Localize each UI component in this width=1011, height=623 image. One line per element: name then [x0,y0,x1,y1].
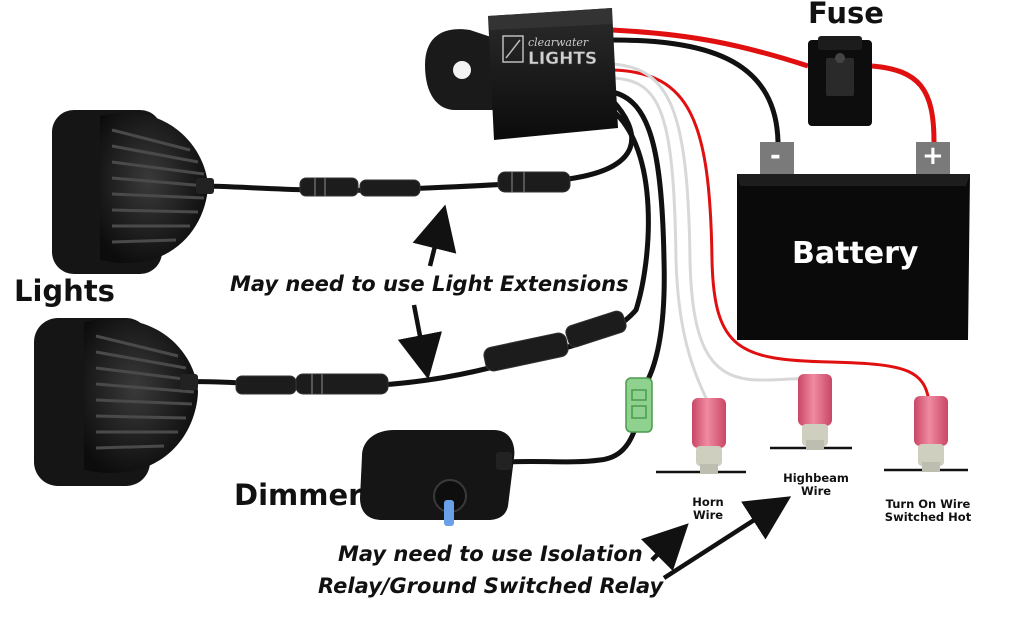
turn-on-wire-label-line1: Turn On Wire [885,497,971,511]
horn-signal-wire [611,76,710,403]
arrow-to-upper-extension [412,204,457,267]
highbeam-signal-wire [611,62,814,384]
horn-wire-label: Horn Wire [680,496,736,522]
upper-light [52,110,214,274]
turn-on-wire-label: Turn On Wire Switched Hot [880,498,976,524]
fuse-label: Fuse [808,0,884,30]
battery-label: Battery [792,236,919,271]
turn-on-wire-tap [884,396,968,472]
clearwater-lights-logo: clearwater LIGHTS [502,35,597,69]
mounting-hole [453,61,471,79]
logo-text-lights: LIGHTS [528,49,597,69]
lower-light [34,318,198,486]
highbeam-wire-label: Highbeam Wire [776,472,856,498]
battery-positive-terminal [916,142,950,174]
battery-positive-label: + [922,141,944,171]
lower-extension-connector-end [565,310,627,348]
upper-extension-connector-mid [359,179,421,197]
lower-extension-connector-left [235,375,297,395]
horn-wire-label-line1: Horn [692,495,724,509]
battery-negative-label: - [770,141,781,171]
lights-label: Lights [14,274,115,308]
arrow-to-horn-wire [640,523,689,572]
light-extensions-note: May need to use Light Extensions [230,272,629,296]
horn-wire-tap [656,398,746,474]
battery [737,142,970,340]
lower-extension-connector-right [483,332,569,372]
dimmer-wire [611,89,667,392]
controller-module: clearwater LIGHTS [425,8,618,140]
relay-note-line2: Relay/Ground Switched Relay [318,574,664,598]
upper-light-cable [199,98,635,193]
dimmer-wire-lower [507,425,639,465]
lower-extension-connector-mid [295,373,389,395]
upper-extension-connector-right [497,171,571,193]
turn-on-signal-wire [611,68,932,409]
highbeam-wire-tap [770,374,852,450]
dimmer-label: Dimmer [234,478,363,512]
dimmer-green-connector [625,377,653,433]
highbeam-wire-label-line1: Highbeam [783,471,849,485]
relay-note-line1: May need to use Isolation [338,542,643,566]
arrow-to-highbeam-wire [662,496,792,580]
ground-wire-to-battery [611,37,781,143]
horn-wire-label-line2: Wire [692,508,724,522]
fuse-holder [808,36,872,126]
upper-extension-connector-left [299,177,359,197]
logo-text-clearwater: clearwater [528,36,589,49]
highbeam-wire-label-line2: Wire [800,484,832,498]
dimmer-switch [360,430,515,526]
turn-on-wire-label-line2: Switched Hot [884,510,972,524]
battery-negative-terminal [760,142,794,174]
positive-wire-to-fuse [611,27,809,69]
arrow-to-lower-extension [397,304,442,380]
positive-wire-to-battery [871,63,937,143]
